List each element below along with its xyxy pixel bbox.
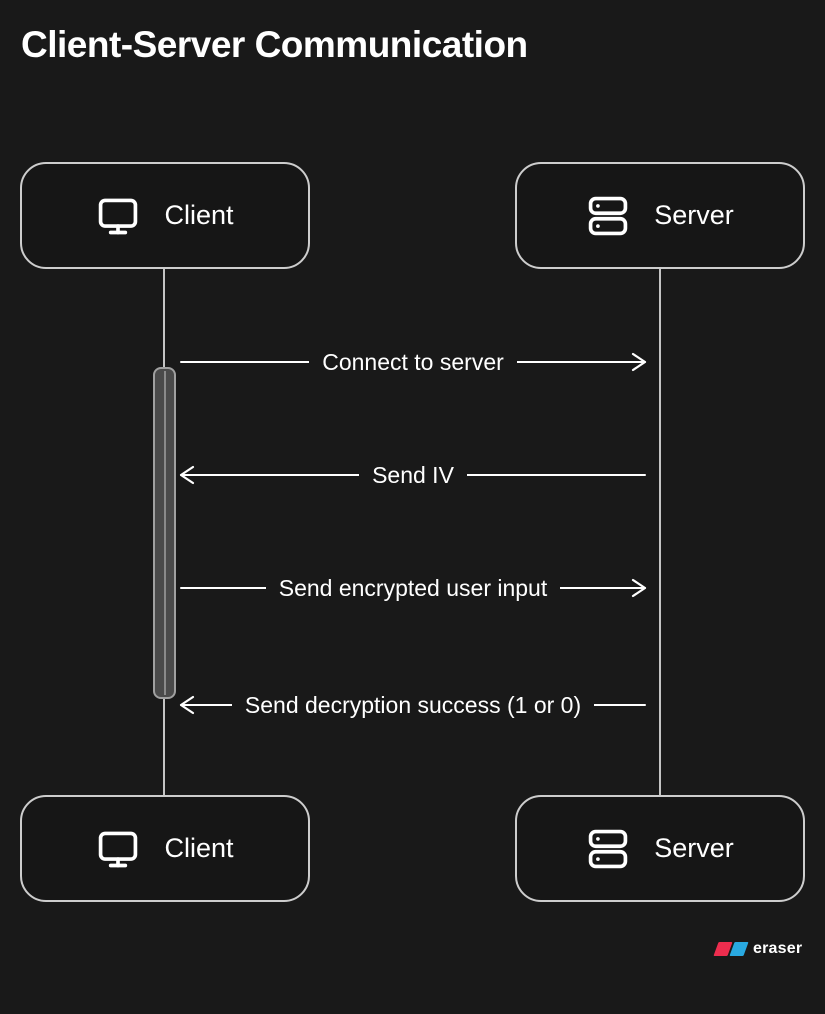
arrowhead-left-icon <box>175 463 199 487</box>
diagram-title: Client-Server Communication <box>21 24 528 65</box>
actor-box-server-top[interactable]: Server <box>515 162 805 269</box>
server-icon <box>586 827 630 871</box>
client-activation-bar[interactable] <box>153 367 176 699</box>
actor-label-server: Server <box>654 200 734 230</box>
arrowhead-right-icon <box>627 576 651 600</box>
server-icon <box>586 194 630 238</box>
message-label: Send encrypted user input <box>265 571 561 605</box>
monitor-icon <box>96 827 140 871</box>
actor-box-server-bottom[interactable]: Server <box>515 795 805 902</box>
server-lifeline <box>659 269 661 795</box>
eraser-watermark[interactable]: eraser <box>713 938 803 960</box>
message-send-decryption-success[interactable]: Send decryption success (1 or 0) <box>178 688 648 722</box>
actor-label-client: Client <box>164 833 234 863</box>
message-send-encrypted-user-input[interactable]: Send encrypted user input <box>178 571 648 605</box>
actor-box-client-bottom[interactable]: Client <box>20 795 310 902</box>
message-label: Send IV <box>359 458 467 492</box>
arrowhead-left-icon <box>175 693 199 717</box>
actor-label-client: Client <box>164 200 234 230</box>
eraser-brand-label: eraser <box>753 940 803 957</box>
arrowhead-right-icon <box>627 350 651 374</box>
eraser-logo-icon <box>713 942 749 956</box>
message-label: Connect to server <box>309 345 517 379</box>
actor-box-client-top[interactable]: Client <box>20 162 310 269</box>
monitor-icon <box>96 194 140 238</box>
actor-label-server: Server <box>654 833 734 863</box>
message-connect-to-server[interactable]: Connect to server <box>178 345 648 379</box>
message-label: Send decryption success (1 or 0) <box>231 688 595 722</box>
message-send-iv[interactable]: Send IV <box>178 458 648 492</box>
